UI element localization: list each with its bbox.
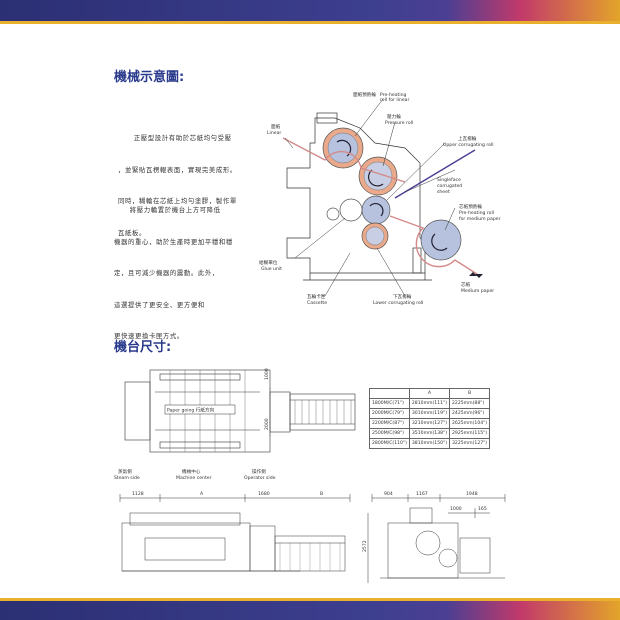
table-row: 2500M/C(98") 3510mm(138") 2925mm(115") (369, 428, 491, 439)
dim-1167-label: 1167 (416, 491, 428, 497)
liner-label-zh: 面紙 (271, 123, 281, 130)
table-cell: 2425mm(96") (448, 408, 491, 419)
cassette-label-en: Cassette (307, 300, 327, 306)
table-cell: 3210mm(127") (408, 418, 450, 429)
para2-line: 定，且可減少機器的震動。此外， (114, 269, 219, 277)
table-row: 2000M/C(79") 3010mm(119") 2425mm(96") (369, 408, 491, 419)
table-header-cell: B (448, 388, 491, 399)
dim-1128-label: 1128 (132, 491, 144, 497)
table-cell: 2200M/C(87") (369, 418, 410, 429)
para1-line: 正壓型設計有助於芯紙均勻受壓 (118, 134, 232, 142)
para2-line: 將壓力輪置於機台上方可降低 (114, 206, 221, 214)
upper-roll-label-en: Upper corrugating roll (443, 142, 494, 148)
para2-line: 這選提供了更安全、更方便和 (114, 300, 205, 309)
machine-center-label-en: Machine center (176, 475, 212, 481)
table-cell: 1800M/C(71") (369, 398, 410, 409)
top-decorative-band (0, 0, 620, 24)
preheat-medium-roll (420, 219, 462, 261)
medium-paper-label-en: Medium paper (461, 288, 494, 294)
paper-going-label: Paper going 行紙方向 (167, 407, 215, 414)
table-cell: 2810mm(111") (408, 398, 450, 409)
table-cell: 3225mm(127") (448, 438, 491, 449)
dim-904-label: 904 (384, 491, 393, 497)
dim-2000-label: 2000 (264, 418, 270, 430)
table-header-row: A B (369, 388, 491, 399)
machine-schematic: 面紙預熱輪 Pre-heating roll for linear 壓力輪 Pr… (259, 91, 501, 306)
glue-unit-label-en: Glue unit (261, 266, 282, 272)
dim-1000-label: 1000 (264, 368, 270, 380)
dim-2572-label: 2572 (362, 540, 368, 552)
table-header-cell (369, 388, 410, 399)
liner-label-en: Linear (267, 130, 281, 136)
dim-1000b-label: 1000 (450, 506, 462, 512)
cassette-label-zh: 瓦輪卡匣 (307, 293, 326, 300)
preheat-liner-label-en2: roll for linear (380, 97, 409, 103)
top-view-drawing: Paper going 行紙方向 1000 2000 蒸氣側 Steam sid… (114, 368, 356, 481)
medium-paper-label-zh: 芯紙 (461, 281, 471, 288)
pressure-roll-label-zh: 壓力輪 (387, 113, 401, 120)
upper-corrugating-roll (361, 195, 391, 225)
table-cell: 3510mm(138") (408, 428, 450, 439)
dimensions-section-title: 機台尺寸: (114, 340, 172, 355)
preheat-liner-label-en1: Pre-heating (380, 92, 407, 98)
table-row: 1800M/C(71") 2810mm(111") 2225mm(88") (369, 398, 491, 409)
machine-center-label-zh: 機械中心 (182, 468, 201, 475)
steam-side-label-zh: 蒸氣側 (118, 468, 132, 475)
table-cell: 3810mm(150") (408, 438, 450, 449)
dim-1680-label: 1680 (258, 491, 270, 497)
dim-B-label: B (320, 491, 323, 497)
table-cell: 3010mm(119") (408, 408, 450, 419)
glue-roll (339, 198, 363, 222)
para2-line: 機器的重心，助於生產時更加平穩和穩 (114, 237, 233, 246)
pressure-roll-label-en: Pressure roll (385, 120, 413, 126)
singleface-label-1: Singleface (437, 177, 461, 183)
table-cell: 2000M/C(79") (369, 408, 410, 419)
table-row: 2800M/C(110") 3810mm(150") 3225mm(127") (369, 438, 491, 449)
para2-line: 更快速更換卡匣方式。 (114, 332, 184, 340)
table-cell: 2500M/C(98") (369, 428, 410, 439)
dim-1948-label: 1948 (466, 491, 478, 497)
preheat-medium-label-en1: Pre-heating roll (459, 210, 494, 216)
singleface-label-3: sheet (437, 189, 450, 195)
singleface-label-2: corrugated (437, 183, 462, 189)
upper-roll-label-zh: 上瓦楞輪 (458, 135, 477, 142)
description-paragraph-2: 將壓力輪置於機台上方可降低 機器的重心，助於生產時更加平穩和穩 定，且可減少機器… (114, 184, 233, 352)
table-cell: 2225mm(88") (448, 398, 491, 409)
bottom-decorative-band (0, 598, 620, 620)
dim-A-label: A (200, 491, 204, 497)
steam-side-label-en: Steam side (114, 475, 140, 481)
preheat-medium-label-zh: 芯紙預熱輪 (459, 203, 482, 210)
para1-line: ，並緊貼瓦楞輥表面，實現完美成形。 (118, 165, 237, 174)
preheat-medium-label-en2: for medium paper (459, 216, 501, 222)
dim-165-label: 165 (478, 506, 487, 512)
table-row: 2200M/C(87") 3210mm(127") 2625mm(104") (369, 418, 491, 429)
preheat-liner-label-zh: 面紙預熱輪 (353, 91, 376, 98)
operator-side-label-zh: 操作側 (252, 468, 266, 475)
lower-roll-label-en: Lower corrugating roll (373, 300, 423, 306)
para1-line: 瓦紙板。 (118, 228, 146, 237)
lower-roll-label-zh: 下瓦楞輪 (393, 293, 412, 300)
front-view-drawing: 1128 A 1680 B 904 1167 1948 1000 165 257… (119, 491, 506, 583)
schematic-section-title: 機械示意圖: (114, 70, 185, 85)
table-header-cell: A (408, 388, 450, 399)
table-cell: 2625mm(104") (448, 418, 491, 429)
glue-unit-label-zh: 給糊單位 (259, 259, 278, 266)
operator-side-label-en: Operator side (244, 475, 276, 481)
dimension-table: A B 1800M/C(71") 2810mm(111") 2225mm(88"… (369, 388, 491, 449)
table-cell: 2800M/C(110") (369, 438, 410, 449)
description-paragraph-1: 正壓型設計有助於芯紙均勻受壓 ，並緊貼瓦楞輥表面，實現完美成形。 同時，糊輪在芯… (118, 112, 237, 249)
para1-line: 同時，糊輪在芯紙上均勻塗膠，製作單 (118, 197, 237, 205)
table-cell: 2925mm(115") (448, 428, 491, 439)
